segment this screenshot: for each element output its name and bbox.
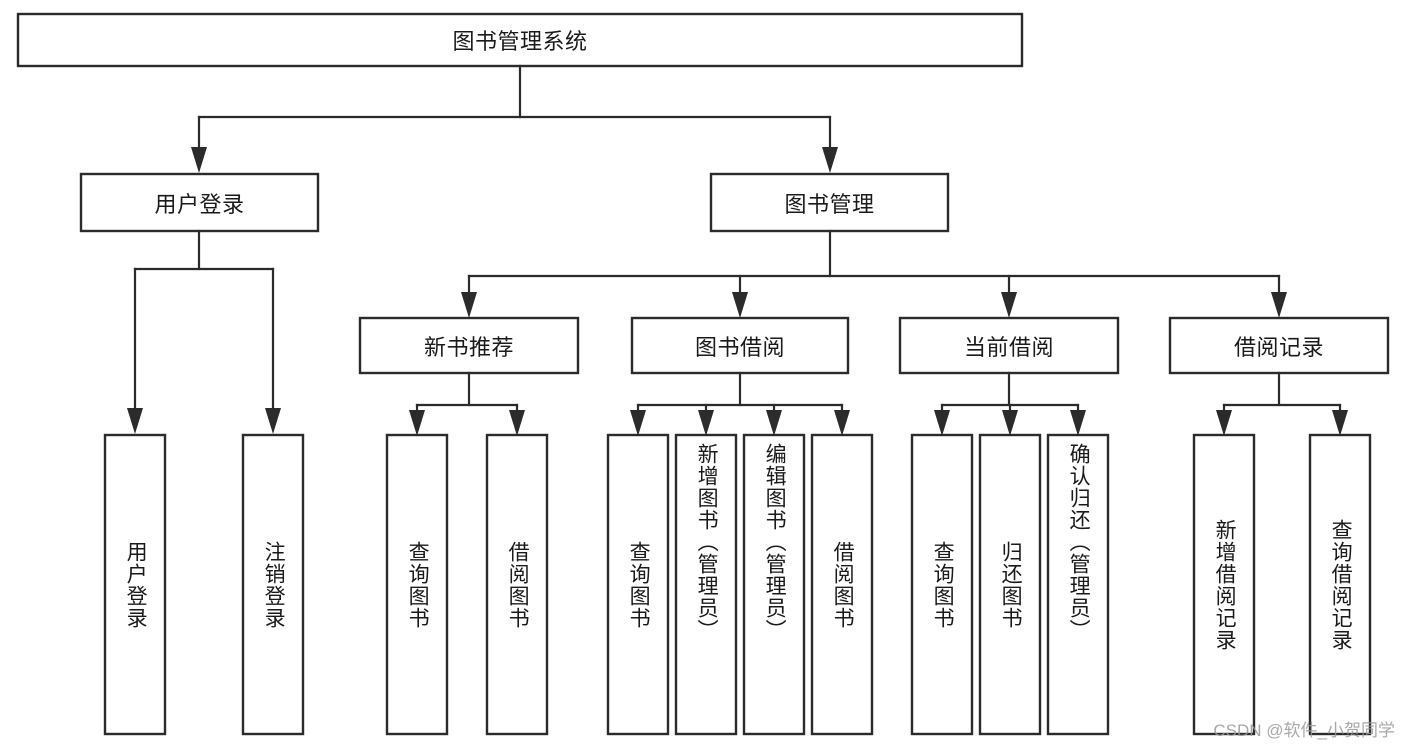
- arrow-to-leaf-borrow-book-2: [834, 410, 850, 436]
- arrow-to-leaf-add-book: [698, 410, 714, 436]
- arrow-to-leaf-borrow-book-1: [509, 410, 525, 436]
- arrow-to-new-book-recommend: [461, 292, 477, 318]
- arrow-to-leaf-query-book-1: [409, 410, 425, 436]
- node-leaf-user-login-box[interactable]: [103, 433, 167, 736]
- node-leaf-query-book-1-box[interactable]: [385, 433, 449, 736]
- node-root-box[interactable]: [16, 12, 1024, 68]
- node-leaf-edit-book-box[interactable]: [742, 433, 806, 736]
- node-leaf-add-book-box[interactable]: [674, 433, 738, 736]
- arrow-to-leaf-query-record: [1332, 410, 1348, 436]
- arrow-to-leaf-user-login: [127, 408, 143, 434]
- arrow-to-leaf-query-book-2: [630, 410, 646, 436]
- node-leaf-query-record-box[interactable]: [1308, 433, 1372, 736]
- arrow-to-leaf-query-book-3: [934, 410, 950, 436]
- arrow-to-leaf-return-book: [1002, 410, 1018, 436]
- node-leaf-add-record-box[interactable]: [1192, 433, 1256, 736]
- arrow-to-book-manage: [822, 147, 838, 173]
- arrow-to-current-borrow: [1001, 292, 1017, 318]
- node-leaf-borrow-book-1-box[interactable]: [485, 433, 549, 736]
- node-leaf-borrow-book-2-box[interactable]: [810, 433, 874, 736]
- node-current-borrow-box[interactable]: [898, 316, 1120, 375]
- node-leaf-query-book-2-box[interactable]: [606, 433, 670, 736]
- arrow-to-borrow-record: [1271, 292, 1287, 318]
- node-borrow-record-box[interactable]: [1168, 316, 1390, 375]
- node-book-borrow-box[interactable]: [630, 316, 850, 375]
- node-leaf-query-book-3-box[interactable]: [910, 433, 974, 736]
- arrow-to-leaf-add-record: [1216, 410, 1232, 436]
- arrow-to-user-login: [191, 147, 207, 173]
- arrow-to-leaf-confirm-return: [1070, 410, 1086, 436]
- node-leaf-confirm-return-box[interactable]: [1046, 433, 1110, 736]
- node-new-book-recommend-box[interactable]: [358, 316, 580, 375]
- node-user-login-box[interactable]: [79, 172, 320, 233]
- node-book-manage-box[interactable]: [709, 172, 950, 233]
- arrow-to-book-borrow: [732, 292, 748, 318]
- node-leaf-return-book-box[interactable]: [978, 433, 1042, 736]
- arrow-to-leaf-edit-book: [766, 410, 782, 436]
- node-leaf-logout-login-box[interactable]: [241, 433, 305, 736]
- arrow-to-leaf-logout-login: [265, 408, 281, 434]
